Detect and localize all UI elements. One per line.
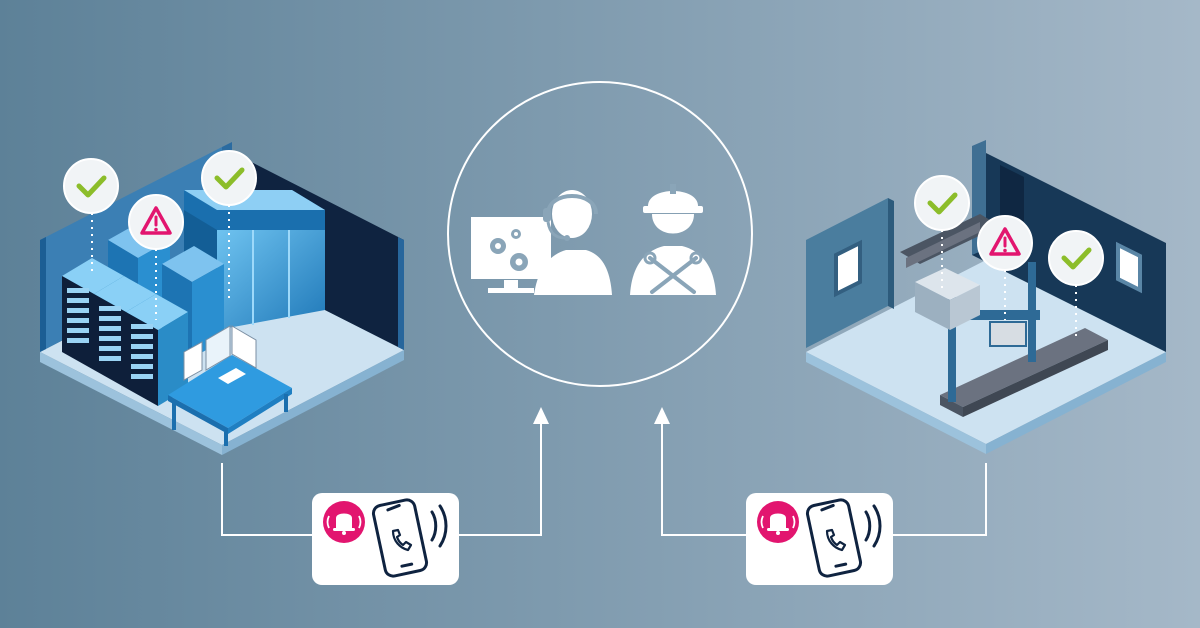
smartphone-call-icon <box>371 498 448 578</box>
flow-right <box>661 418 987 536</box>
flow-left <box>221 418 542 536</box>
check-icon <box>202 151 256 205</box>
check-icon <box>1049 231 1103 285</box>
arrow-up-right-icon <box>654 407 670 424</box>
technician-icon <box>630 184 716 295</box>
alarm-bell-icon <box>323 501 365 543</box>
server-room-ok-marker-2 <box>202 151 256 300</box>
check-icon <box>64 159 118 213</box>
production-warn-marker <box>976 214 1034 320</box>
operator-desk <box>168 325 292 446</box>
production-ok-marker-1 <box>915 176 969 290</box>
service-team-hub <box>447 81 753 387</box>
production-hall-scene <box>806 140 1166 454</box>
smartphone-call-icon <box>805 498 882 578</box>
support-agent-icon <box>471 190 612 295</box>
alarm-bell-icon <box>757 501 799 543</box>
alert-card-left <box>312 493 459 585</box>
arrow-up-left-icon <box>533 407 549 424</box>
alert-card-right <box>746 493 893 585</box>
server-room-warn-marker <box>127 193 185 320</box>
conveyor-machine <box>900 214 1108 417</box>
warning-icon <box>127 193 185 251</box>
server-room-scene <box>40 142 404 455</box>
service-team-circle <box>447 81 753 387</box>
check-icon <box>915 176 969 230</box>
server-rack-front-row <box>62 258 188 406</box>
warning-icon <box>976 214 1034 272</box>
